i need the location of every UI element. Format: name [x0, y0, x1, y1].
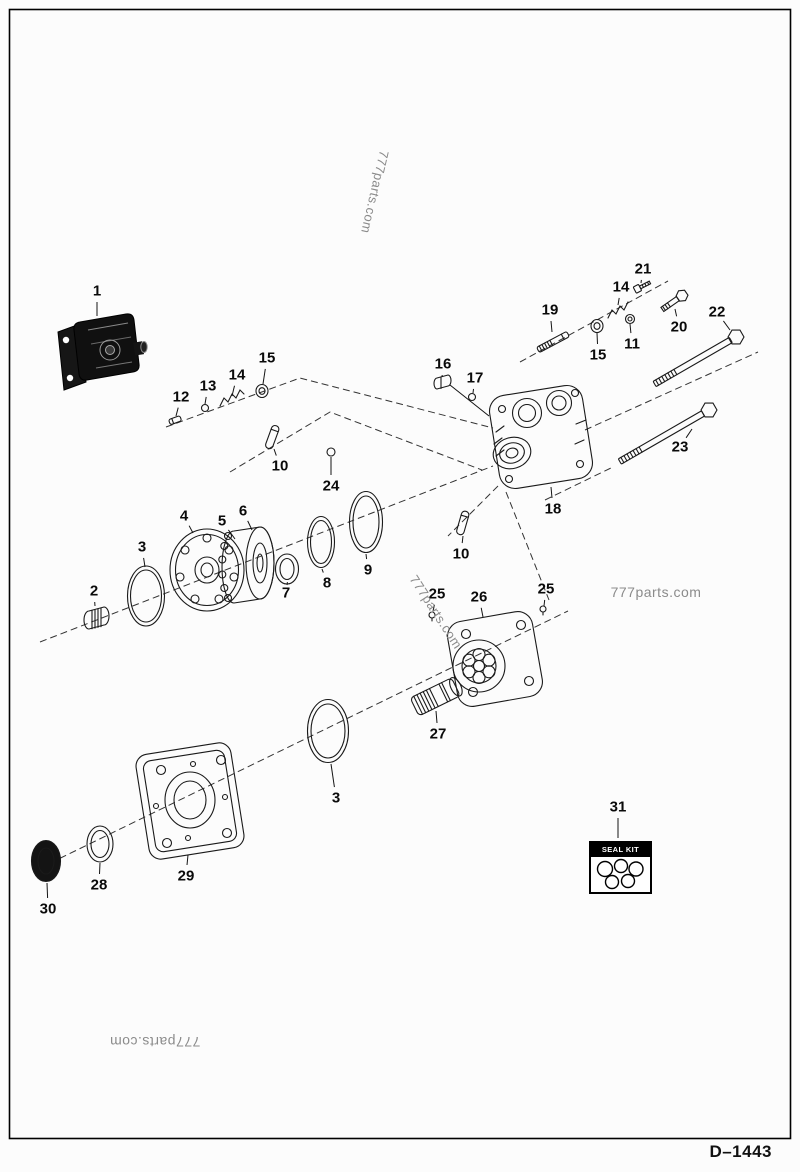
leader-line-8 — [321, 568, 324, 573]
part-3-o-ring — [126, 565, 166, 627]
part-22-bolt — [652, 329, 745, 387]
leader-line-6 — [247, 520, 253, 531]
leader-line-12 — [175, 407, 179, 417]
leader-line-4 — [188, 525, 194, 534]
part-4-end-cover-flange — [169, 528, 245, 612]
page-border — [8, 8, 792, 1140]
leader-line-27 — [435, 710, 438, 724]
leader-line-5 — [227, 529, 236, 540]
part-7-bearing-ring — [274, 553, 300, 585]
seal-kit-title: SEAL KIT — [591, 843, 650, 857]
leader-line-13 — [204, 396, 207, 405]
part-17-ball — [467, 392, 477, 402]
part-3-o-ring — [306, 698, 350, 764]
part-25-pin — [428, 611, 436, 622]
part-12-pin — [168, 415, 182, 425]
leader-line-17 — [472, 388, 474, 394]
document-number: D–1443 — [709, 1142, 772, 1161]
part-19-stud — [536, 331, 570, 353]
leader-line-15 — [262, 368, 266, 385]
leader-line-10 — [273, 448, 277, 456]
leader-line-3 — [330, 763, 335, 788]
leader-line-25 — [432, 604, 435, 612]
part-14-spring — [607, 301, 629, 319]
leader-line-20 — [674, 308, 678, 317]
leader-line-23 — [685, 428, 693, 439]
leader-line-19 — [550, 320, 553, 333]
leader-line-18 — [550, 486, 553, 499]
part-18-valve-housing — [488, 384, 594, 490]
part-15-nut — [255, 383, 269, 399]
leader-line-26 — [480, 607, 484, 618]
part-29-mounting-plate — [135, 742, 245, 860]
leader-line-10 — [461, 535, 464, 544]
part-5-6-geroler-drum — [218, 526, 275, 604]
leader-line-28 — [99, 862, 101, 875]
part-23-bolt — [618, 402, 718, 465]
assembly-centerlines — [39, 280, 759, 869]
part-10-pin — [456, 510, 470, 536]
leader-line-30 — [46, 882, 49, 899]
part-9-o-ring — [348, 490, 384, 554]
part-21-screw — [632, 280, 652, 294]
part-28-seal-ring — [86, 825, 114, 863]
leader-line-3 — [143, 557, 146, 568]
part-10-pin — [265, 424, 280, 450]
part-27-drive-shaft — [410, 676, 463, 716]
leader-line-15 — [596, 332, 598, 345]
leader-line-22 — [722, 320, 731, 331]
part-15-nut — [590, 318, 604, 334]
leader-line-14 — [617, 297, 620, 306]
seal-kit-orings — [596, 858, 644, 890]
leader-line-29 — [186, 854, 189, 866]
part-13-ball — [200, 403, 210, 413]
part-8-o-ring — [306, 515, 336, 569]
part-30-shaft-seal — [30, 839, 62, 883]
part-11-washer — [624, 313, 636, 325]
part-25-pin — [539, 605, 547, 616]
watermark-bottom: 777parts.com — [109, 1034, 201, 1050]
part-26-geroler-assembly — [447, 611, 543, 707]
part-1-gear-pump — [57, 313, 148, 391]
leader-line-14 — [231, 385, 235, 397]
seal-kit-box: SEAL KIT — [589, 841, 652, 894]
part-2-coupling — [83, 606, 110, 630]
watermark-right: 777parts.com — [610, 584, 702, 600]
leader-lines — [46, 279, 731, 899]
leader-line-25 — [543, 599, 546, 607]
leader-line-11 — [629, 323, 632, 334]
leader-line-9 — [365, 553, 368, 560]
part-14-spring — [219, 389, 245, 407]
part-20-bolt — [660, 289, 689, 313]
part-24-ball — [326, 447, 336, 457]
part-16-plug — [433, 374, 490, 417]
